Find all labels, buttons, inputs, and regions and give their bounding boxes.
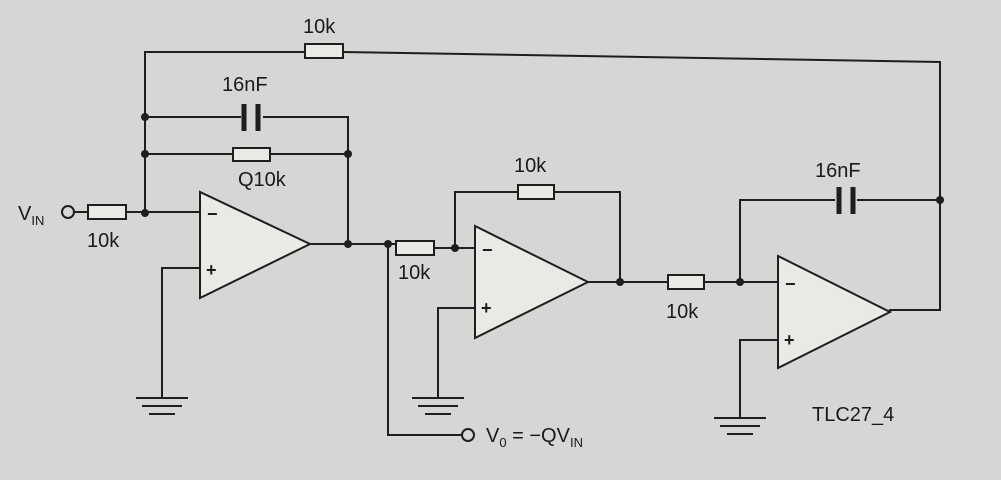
opamp1-noninverting-sign: +: [206, 260, 217, 280]
capacitor-c2: [836, 187, 856, 214]
resistor-integrator2-input: [667, 274, 705, 290]
output-voltage-label: V0 = −QVIN: [486, 425, 583, 450]
resistor-inverter-input: [395, 240, 435, 256]
resistor-input: [87, 204, 127, 220]
label-feedback-resistor: 10k: [303, 16, 336, 38]
label-c2: 16nF: [815, 160, 861, 182]
label-inverter-feedback-resistor: 10k: [514, 155, 547, 177]
input-voltage-label: VIN: [18, 203, 44, 228]
opamp2-inverting-sign: −: [482, 240, 493, 260]
opamp-integrator-1: [199, 190, 313, 300]
label-c1: 16nF: [222, 74, 268, 96]
output-terminal: [461, 428, 475, 442]
ground-symbol-3: [714, 417, 766, 435]
resistor-feedback-top: [304, 43, 344, 59]
opamp3-noninverting-sign: +: [784, 330, 795, 350]
label-input-resistor: 10k: [87, 230, 120, 252]
resistor-inverter-feedback: [517, 184, 555, 200]
opamp3-inverting-sign: −: [785, 274, 796, 294]
figure-id-label: TLC27_4: [812, 404, 894, 426]
opamp-inverter: [474, 224, 591, 340]
opamp1-inverting-sign: −: [207, 204, 218, 224]
ground-symbol-1: [136, 397, 188, 415]
opamp2-noninverting-sign: +: [481, 298, 492, 318]
junction-dots: [141, 113, 944, 286]
resistor-q: [232, 147, 271, 162]
ground-symbol-2: [412, 397, 464, 415]
label-q-resistor: Q10k: [238, 169, 287, 191]
capacitor-c1: [241, 104, 261, 131]
opamp-integrator-2: [777, 254, 893, 370]
input-terminal: [61, 205, 75, 219]
label-inverter-input-resistor: 10k: [398, 262, 431, 284]
label-integrator2-input-resistor: 10k: [666, 301, 699, 323]
